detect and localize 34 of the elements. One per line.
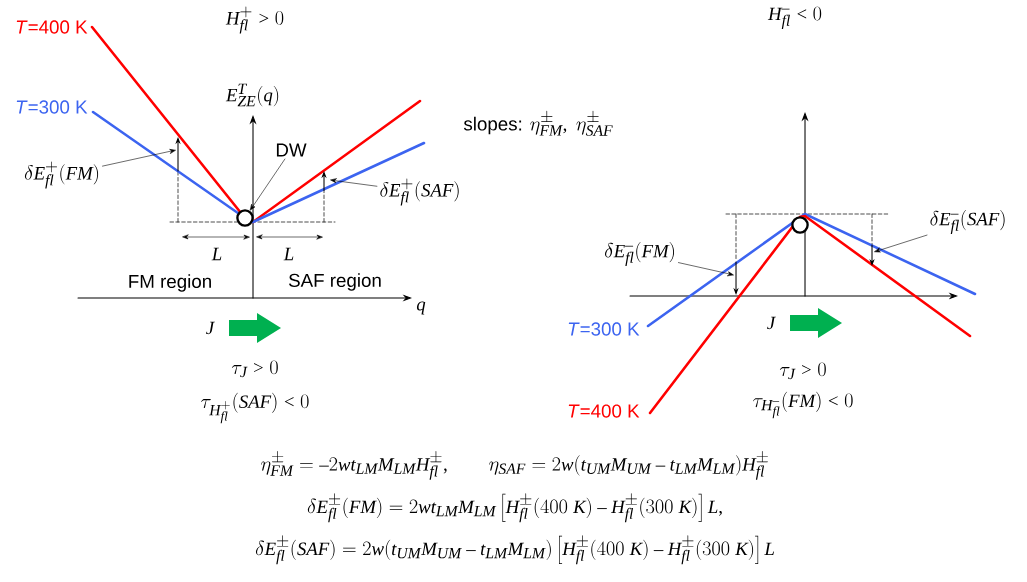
leader-line	[678, 262, 734, 276]
dimension-label: $L$	[211, 247, 222, 261]
torque-formula: $\tau_{H^{+}_{fl}}(SAF) < 0$	[201, 392, 309, 424]
axis-label: $q$	[416, 301, 426, 315]
formula-label: $\delta E^{+}_{fl}(SAF)$	[380, 178, 459, 206]
leader-line	[330, 178, 378, 187]
leader-line	[102, 149, 176, 167]
formula-label: $\delta E^{+}_{fl}(FM)$	[24, 161, 99, 189]
condition-formula: $H^{+}_{fl} > 0$	[225, 6, 284, 34]
temperature-label: T=300 K	[16, 100, 88, 114]
region-label: SAF region	[288, 273, 381, 291]
temperature-label: T=400 K	[16, 20, 88, 34]
equation: $\delta E^{\pm}_{fl}(SAF) = 2w(t_{UM}M_{UM} - t_{LM}M_{LM})\left[H^{\pm}_{fl}(400\ K) - H^{\pm}_{fl}(300\ K)\right]L$	[255, 535, 774, 565]
temperature-label: T=400 K	[568, 404, 640, 418]
formula-label: $\delta E^{-}_{fl}(FM)$	[605, 242, 674, 266]
dimension-label: $L$	[283, 247, 294, 261]
current-label: $J$	[767, 316, 776, 330]
temperature-label: T=300 K	[568, 322, 640, 336]
leader-line	[874, 234, 928, 253]
condition-formula: $H^{-}_{fl} < 0$	[767, 6, 822, 29]
region-label: FM region	[129, 274, 211, 292]
slopes-label: $\mbox{slopes: }\eta^{\pm}_{FM},\ \eta^{\pm}_{SAF}$	[463, 110, 613, 136]
equation: $\delta E^{\pm}_{fl}(FM) = 2wt_{LM}M_{LM}\left[H^{\pm}_{fl}(400\ K) - H^{\pm}_{fl}(300\ K)\right]L,$	[307, 493, 722, 523]
torque-formula: $\tau_{H^{-}_{fl}}(FM) < 0$	[753, 391, 853, 419]
torque-formula: $\tau_{J} > 0$	[779, 362, 826, 380]
leader-line	[250, 158, 286, 211]
formula-label: $\delta E^{-}_{fl}(SAF)$	[930, 210, 1005, 234]
text-label: DW	[276, 143, 307, 157]
domain-wall-circle	[791, 216, 809, 234]
equation: $\eta^{\pm}_{FM} = -2wt_{LM}M_{LM}H^{\pm}_{fl}, \qquad \eta_{SAF} = 2w(t_{UM}M_{UM} - t_{LM}M_{LM})H^{\pm}_{fl}$	[261, 450, 768, 480]
domain-wall-circle	[236, 209, 254, 227]
axis-label: $E^{T}_{ZE}(q)$	[225, 83, 279, 107]
current-label: $J$	[206, 321, 215, 335]
torque-formula: $\tau_{J} > 0$	[231, 360, 278, 378]
